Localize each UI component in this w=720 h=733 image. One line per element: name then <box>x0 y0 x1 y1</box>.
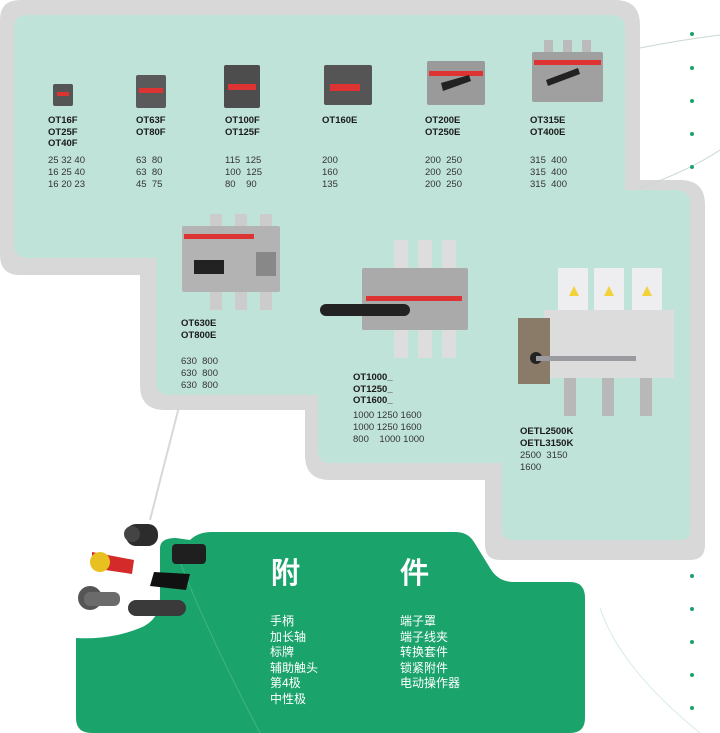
list-item: 锁紧附件 <box>400 660 449 675</box>
handles-image <box>78 524 206 616</box>
model-label: OT200E OT250E <box>425 115 461 138</box>
decor-dot <box>690 165 694 169</box>
rating-values: 315 400 315 400 315 400 <box>530 155 567 190</box>
switch-image-ot16f <box>53 84 73 106</box>
rating-values: 200 250 200 250 200 250 <box>425 155 462 190</box>
switch-image-ot1000 <box>320 240 468 358</box>
list-item: 辅助触头 <box>270 660 319 675</box>
decor-dot <box>690 132 694 136</box>
rating-values: 1000 1250 1600 1000 1250 1600 800 1000 1… <box>353 410 425 445</box>
list-item: 手柄 <box>270 614 295 628</box>
list-item: 电动操作器 <box>400 676 461 690</box>
model-label: OT63F OT80F <box>136 115 166 138</box>
model-label: OT160E <box>322 115 358 126</box>
decor-dot <box>690 673 694 677</box>
model-label: OT630E OT800E <box>181 318 217 341</box>
switch-image-ot100f <box>224 65 260 108</box>
model-label: OT16F OT25F OT40F <box>48 115 78 149</box>
accessories-list-left: 手柄 加长轴 标牌 辅助触头 第4极 中性极 <box>270 614 318 707</box>
switch-image-ot63f <box>136 75 166 108</box>
switch-image-ot160e <box>324 65 372 105</box>
list-item: 标牌 <box>270 645 295 659</box>
decor-dot <box>690 32 694 36</box>
list-item: 加长轴 <box>270 629 307 644</box>
product-panel-background <box>0 0 720 560</box>
list-item: 转换套件 <box>400 645 449 659</box>
list-item: 端子罩 <box>400 614 437 628</box>
model-label: OT1000_ OT1250_ OT1600_ <box>353 372 393 406</box>
switch-image-ot315e <box>532 40 603 102</box>
list-item: 中性极 <box>270 691 307 706</box>
switch-image-ot200e <box>427 61 485 105</box>
accessories-panel <box>76 532 701 733</box>
decor-dot <box>690 607 694 611</box>
accessories-list-right: 端子罩 端子线夹 转换套件 锁紧附件 电动操作器 <box>400 614 460 692</box>
rating-values: 630 800 630 800 630 800 <box>181 356 218 391</box>
decor-dot <box>690 574 694 578</box>
rating-values: 25 32 40 16 25 40 16 20 23 <box>48 155 85 190</box>
rating-values: 63 80 63 80 45 75 <box>136 155 163 190</box>
rating-values: 115 125 100 125 80 90 <box>225 155 262 190</box>
list-item: 第4极 <box>270 676 301 690</box>
rating-values: 200 160 135 <box>322 155 338 190</box>
list-item: 端子线夹 <box>400 629 449 644</box>
decor-dot <box>690 66 694 70</box>
model-label: OT315E OT400E <box>530 115 566 138</box>
switch-image-oetl2500k <box>518 268 674 416</box>
switch-image-ot630e <box>182 214 280 310</box>
model-label: OT100F OT125F <box>225 115 260 138</box>
decor-dot <box>690 99 694 103</box>
accessories-title-right: 件 <box>400 558 432 590</box>
model-label: OETL2500K OETL3150K <box>520 426 574 449</box>
decor-dot <box>690 706 694 710</box>
decor-dot <box>690 640 694 644</box>
rating-values: 2500 3150 1600 <box>520 450 568 473</box>
accessories-title-left: 附 <box>271 558 303 590</box>
